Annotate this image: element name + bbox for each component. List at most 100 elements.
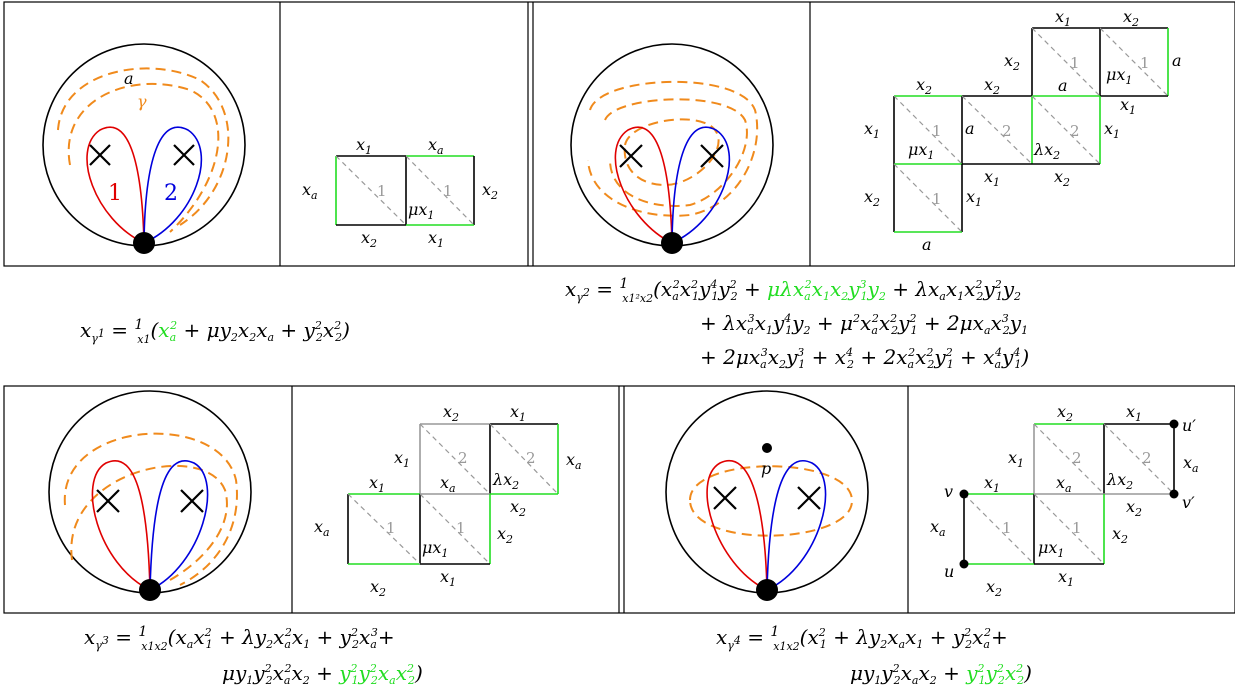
q1-left: xa (302, 180, 318, 202)
q3-label: x2 (370, 577, 386, 599)
q2-label: x2 (984, 75, 1000, 97)
puncture-1-icon (619, 144, 643, 168)
disk-boundary (42, 43, 246, 247)
q3-label: μx1 (422, 538, 448, 560)
q4-cell-num: 1 (1072, 519, 1082, 537)
boundary-label: a (124, 69, 134, 88)
q4-cell-num: 2 (1142, 449, 1152, 467)
q4-label: x2 (1057, 402, 1073, 424)
q1-top-right: xa (428, 135, 444, 157)
vertex-label-v-prime: v′ (1182, 493, 1195, 512)
q3-label: x2 (510, 497, 526, 519)
panel1-disk: a γ 1 2 (42, 43, 246, 254)
q3-cell-num: 1 (386, 519, 396, 537)
puncture-2-icon (173, 144, 195, 166)
q4-label: xa (1183, 453, 1199, 475)
gamma2-outer (587, 80, 759, 217)
q2-cell-num: 1 (932, 122, 942, 140)
point-p-label: p (761, 459, 771, 478)
q2-label: μx1 (1106, 65, 1132, 87)
q2-label: x2 (864, 187, 880, 209)
q1-bottom-right: x1 (428, 228, 444, 250)
q3-cell-num: 2 (458, 449, 468, 467)
gamma3-inner (70, 464, 228, 581)
q4-label: xa (930, 517, 946, 539)
panel2-quiver: x1 x2 x2 a x2 x2 a x1 μx1 x1 a x1 λx2 μx… (864, 7, 1182, 254)
q2-label: x1 (1104, 119, 1120, 141)
marked-point (661, 232, 683, 254)
panel4-quiver: u v u′ v′ x2 x1 x1 xa x1 xa λx2 x2 xa x2… (930, 402, 1199, 599)
vertex-label-u: u (944, 562, 954, 581)
q2-label: x2 (916, 75, 932, 97)
q2-label: μx1 (908, 140, 934, 162)
q2-label: x2 (1004, 51, 1020, 73)
q1-cell-num-2: 1 (443, 182, 453, 200)
puncture-2-icon (797, 486, 821, 510)
q4-label: x1 (1008, 448, 1024, 470)
point-p (762, 443, 772, 453)
q4-label: x2 (986, 577, 1002, 599)
vertex-u-prime (1169, 419, 1179, 429)
frame (3, 1, 1235, 614)
q3-label: x1 (394, 448, 410, 470)
vertex-u (959, 559, 969, 569)
q2-label: x2 (1054, 167, 1070, 189)
q1-inner-label: μx1 (408, 200, 434, 222)
q3-label: xa (566, 450, 582, 472)
panel1-quiver: x1 xa xa x2 x2 x1 1 1 μx1 (302, 135, 498, 250)
q2-label: x1 (984, 167, 1000, 189)
q4-label: x1 (1126, 402, 1142, 424)
q1-right: x2 (482, 180, 498, 202)
gamma2-mid (604, 98, 748, 207)
puncture-1-icon (713, 486, 737, 510)
puncture-2-icon (700, 144, 724, 168)
vertex-label-v: v (944, 482, 953, 501)
panel3-quiver: x2 x1 x1 xa x1 xa λx2 x2 xa x2 μx1 x1 x2… (314, 402, 582, 599)
gamma-label: γ (137, 92, 147, 111)
q2-label: a (1058, 76, 1068, 95)
marked-point (139, 579, 161, 601)
vertex-label-u-prime: u′ (1182, 416, 1196, 435)
disk-boundary (48, 390, 252, 594)
vertex-v (959, 489, 969, 499)
loop-2 (149, 460, 209, 592)
loop-1 (86, 126, 145, 245)
loop-1 (91, 460, 151, 592)
q3-label: λx2 (492, 470, 519, 492)
panel2-disk (570, 43, 774, 254)
q3-label: x1 (440, 567, 456, 589)
loop-2 (143, 126, 203, 245)
puncture-1-icon (89, 144, 111, 166)
q3-label: x1 (510, 402, 526, 424)
q3-cell-num: 2 (526, 449, 536, 467)
q1-bottom-left: x2 (361, 228, 377, 250)
q3-cell-num: 1 (456, 519, 466, 537)
vertex-v-prime (1169, 489, 1179, 499)
q3-label: x1 (369, 473, 385, 495)
q2-label: λx2 (1033, 140, 1060, 162)
gamma-curve (57, 67, 230, 226)
loop-2 (766, 460, 827, 592)
q2-cell-num: 1 (1140, 54, 1150, 72)
q1-top-left: x1 (356, 135, 372, 157)
gamma3-outer (63, 432, 238, 586)
q2-label: a (1172, 51, 1182, 70)
q4-label: x2 (1126, 497, 1142, 519)
top-frame (3, 1, 1235, 267)
q4-label: xa (1056, 473, 1072, 495)
q2-cell-num: 1 (1070, 54, 1080, 72)
q4-label: λx2 (1106, 470, 1133, 492)
q2-label: a (922, 235, 932, 254)
q3-label: xa (440, 473, 456, 495)
puncture-2-icon (180, 489, 204, 513)
loop-2 (671, 126, 731, 245)
